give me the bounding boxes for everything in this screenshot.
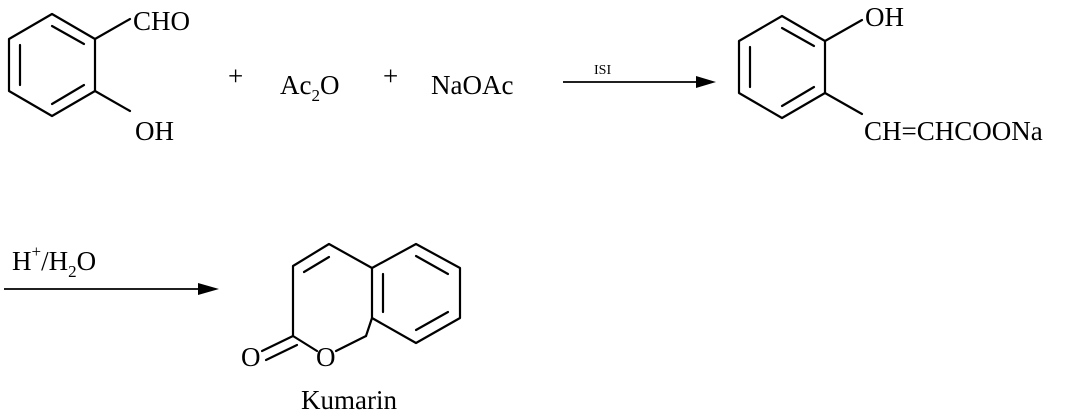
carbonyl-bond (264, 343, 299, 362)
ac-subscript: 2 (311, 86, 320, 105)
arrowhead (198, 283, 219, 295)
ring-double-bond (780, 85, 816, 108)
ring-o-bond (334, 334, 368, 353)
side-chain-label: CH=CHCOONa (864, 116, 1043, 146)
oh-bond (823, 18, 864, 43)
pyranone-ring (291, 242, 374, 353)
oh-label: OH (865, 2, 904, 32)
acetic-anhydride-label: Ac2O (280, 70, 339, 105)
cho-bond (93, 17, 132, 41)
ac-o-text: O (320, 70, 340, 100)
acid-water-label: H+/H2O (12, 242, 96, 281)
oh-label: OH (135, 116, 174, 146)
h-superscript: + (32, 242, 42, 261)
ring-double-bond (414, 254, 450, 276)
h2-subscript: 2 (68, 262, 77, 281)
reaction-arrow-1: ISI (563, 63, 716, 88)
ring-o-label: O (316, 342, 336, 372)
ring-double-bond (414, 310, 450, 332)
slash-h-text: /H (41, 246, 68, 276)
benzene-ring (737, 14, 827, 120)
ring-double-bond (50, 83, 86, 106)
h-text: H (12, 246, 32, 276)
ring-fusion-bond (364, 316, 374, 338)
arrowhead (696, 76, 716, 88)
ring-double-bond (780, 26, 816, 48)
ring-double-bond (50, 24, 86, 46)
cho-label: CHO (133, 6, 190, 36)
product-name-label: Kumarin (301, 385, 397, 415)
reaction-arrow-2: H+/H2O (4, 242, 219, 295)
salicylaldehyde-structure: CHO OH (7, 6, 190, 146)
oh-bond (93, 89, 132, 113)
arrow-condition-label: ISI (594, 63, 611, 78)
coumarin-structure: O O (241, 242, 462, 372)
o-text: O (77, 246, 97, 276)
intermediate-structure: OH CH=CHCOONa (737, 2, 1043, 146)
ring-double-bond (302, 255, 331, 274)
benzene-ring (7, 12, 97, 118)
benzene-ring (370, 242, 462, 345)
carbonyl-bond (260, 334, 295, 353)
sodium-acetate-label: NaOAc (431, 70, 513, 100)
ac-text: Ac (280, 70, 311, 100)
side-chain-bond (823, 91, 864, 116)
plus-sign: + (228, 61, 243, 91)
carbonyl-o-label: O (241, 342, 261, 372)
plus-sign: + (383, 61, 398, 91)
